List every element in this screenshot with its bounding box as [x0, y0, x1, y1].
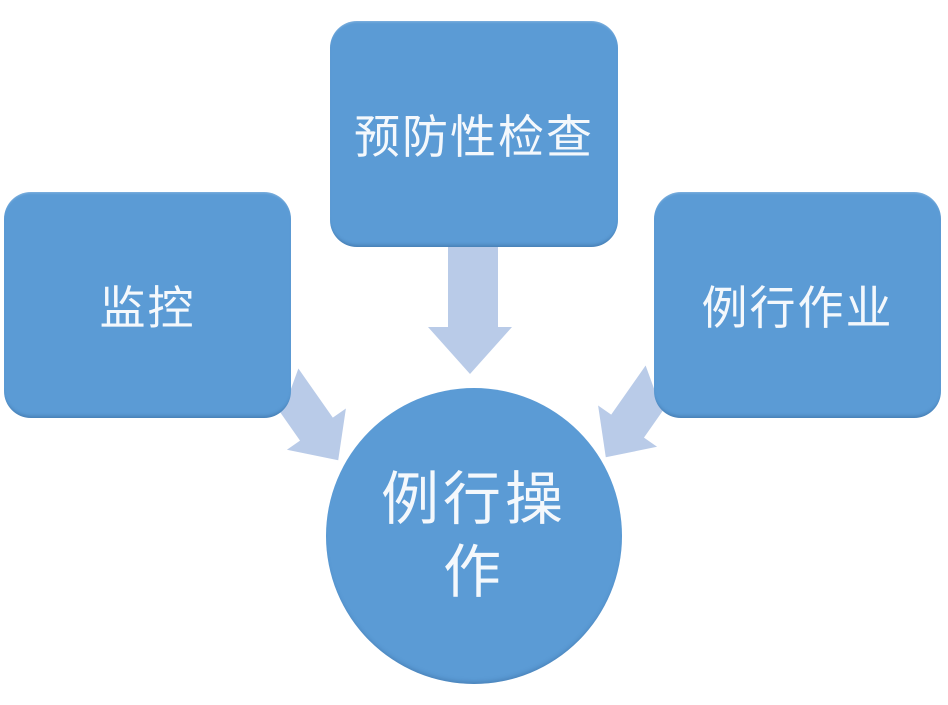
node-monitoring: 监控 [4, 192, 291, 418]
node-routine-operations: 例行操 作 [326, 388, 622, 684]
node-routine-work: 例行作业 [654, 192, 941, 418]
node-monitoring-label: 监控 [99, 283, 196, 334]
node-preventive-inspection: 预防性检查 [330, 21, 618, 247]
node-preventive-inspection-label: 预防性检查 [354, 112, 594, 163]
arrow-down-right-icon [265, 368, 346, 461]
arrow-down-left-icon [598, 365, 679, 458]
node-routine-operations-line2: 作 [442, 540, 505, 605]
arrow-down-icon [428, 240, 512, 374]
node-routine-operations-label: 例行操 作 [381, 463, 567, 609]
node-routine-operations-line1: 例行操 [380, 467, 567, 532]
node-routine-work-label: 例行作业 [701, 283, 894, 334]
